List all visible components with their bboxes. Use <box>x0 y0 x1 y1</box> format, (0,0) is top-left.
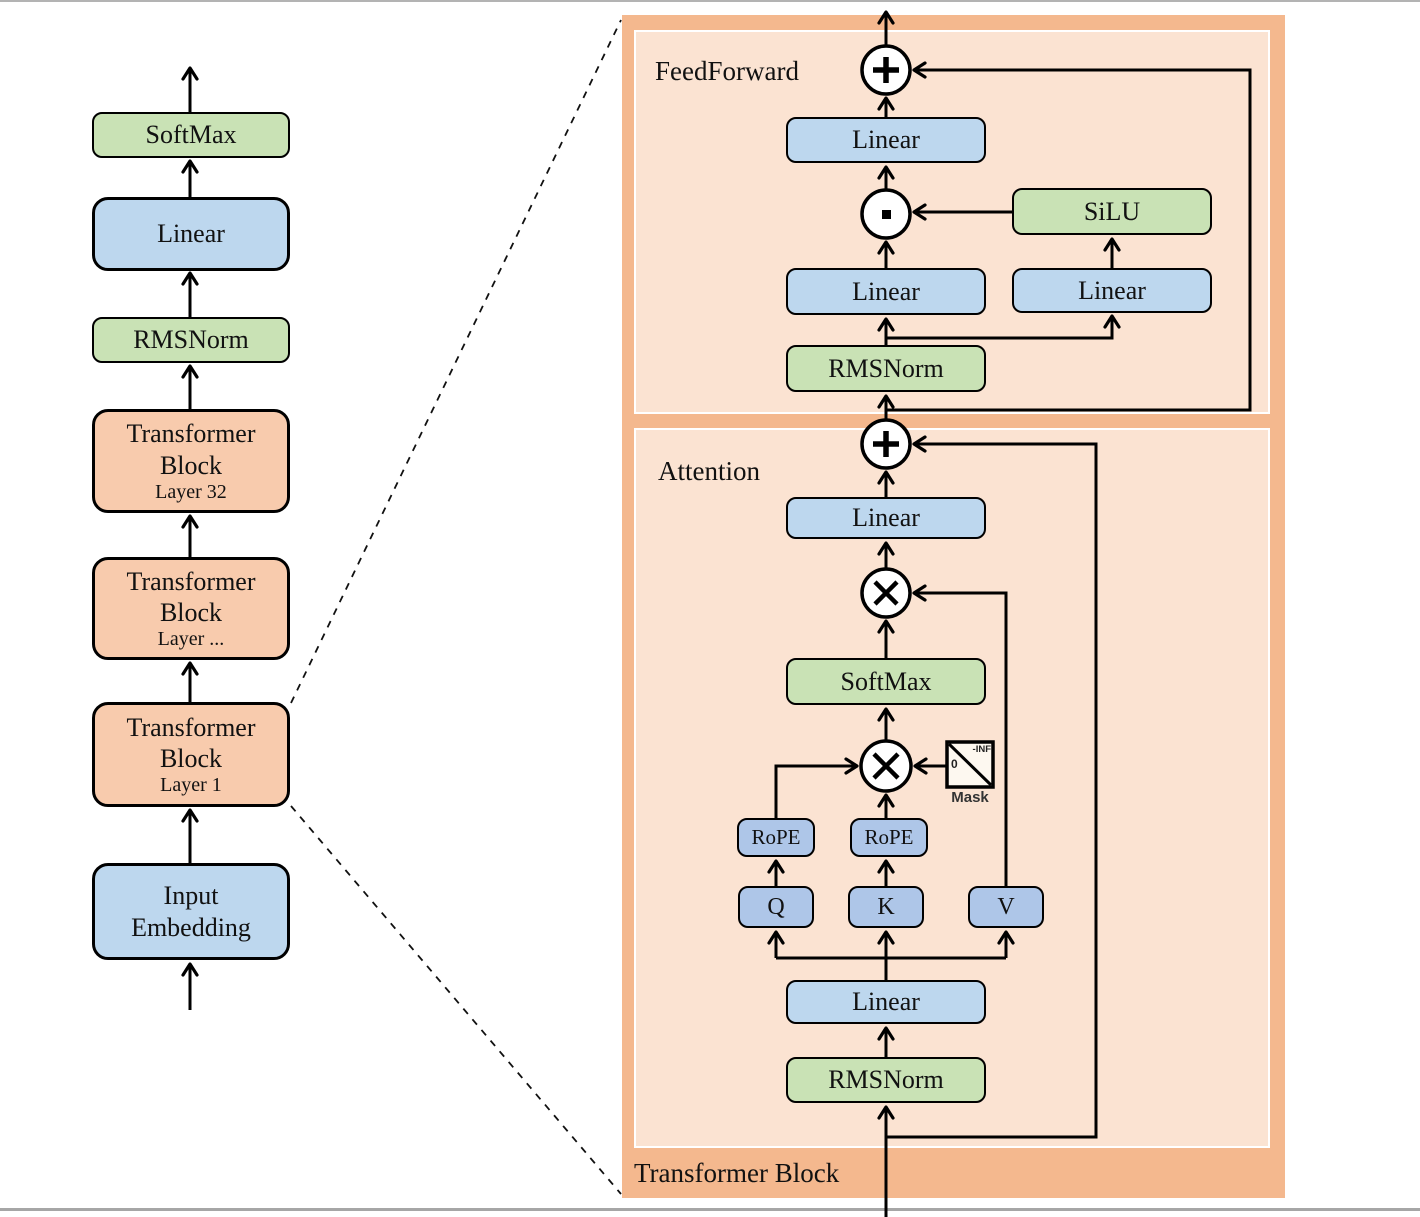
v-projection-block: V <box>968 886 1044 928</box>
ff-gate-linear-block: Linear <box>786 268 986 315</box>
ff-rmsnorm-block: RMSNorm <box>786 345 986 392</box>
matmul-icon <box>860 567 912 619</box>
bottom-edge-line <box>0 1208 1420 1211</box>
attn-rmsnorm-block: RMSNorm <box>786 1057 986 1103</box>
causal-mask-icon <box>945 740 995 789</box>
elementwise-multiply-icon <box>860 188 912 240</box>
transformer-block-layer-n: Transformer Block Layer ... <box>92 557 290 660</box>
add-icon <box>860 418 912 470</box>
top-edge-line <box>0 0 1420 2</box>
attn-input-linear-block: Linear <box>786 980 986 1024</box>
linear-block: Linear <box>92 197 290 271</box>
attention-section-label: Attention <box>658 456 760 486</box>
softmax-block: SoftMax <box>92 112 290 158</box>
ff-up-linear-block: Linear <box>1012 268 1212 313</box>
mask-label: Mask <box>951 789 989 806</box>
add-icon <box>860 44 912 96</box>
k-projection-block: K <box>848 886 924 928</box>
q-projection-block: Q <box>738 886 814 928</box>
silu-block: SiLU <box>1012 188 1212 235</box>
ff-output-linear-block: Linear <box>786 117 986 163</box>
attn-softmax-block: SoftMax <box>786 658 986 705</box>
transformer-block-layer-32: Transformer Block Layer 32 <box>92 409 290 513</box>
flow-arrows <box>181 10 1252 1217</box>
feedforward-section-label: FeedForward <box>655 56 799 86</box>
input-embedding-block: Input Embedding <box>92 863 290 960</box>
transformer-block-layer-1: Transformer Block Layer 1 <box>92 702 290 807</box>
rope-q-block: RoPE <box>737 818 815 857</box>
rope-k-block: RoPE <box>850 818 928 857</box>
mask-zero-label: 0 <box>951 757 958 771</box>
transformer-block-panel-title: Transformer Block <box>634 1158 840 1188</box>
rmsnorm-block: RMSNorm <box>92 317 290 363</box>
zoom-guide-lines <box>290 19 622 1195</box>
attn-output-linear-block: Linear <box>786 497 986 539</box>
mask-neg-inf-label: -INF <box>972 744 991 755</box>
matmul-icon <box>859 739 913 793</box>
